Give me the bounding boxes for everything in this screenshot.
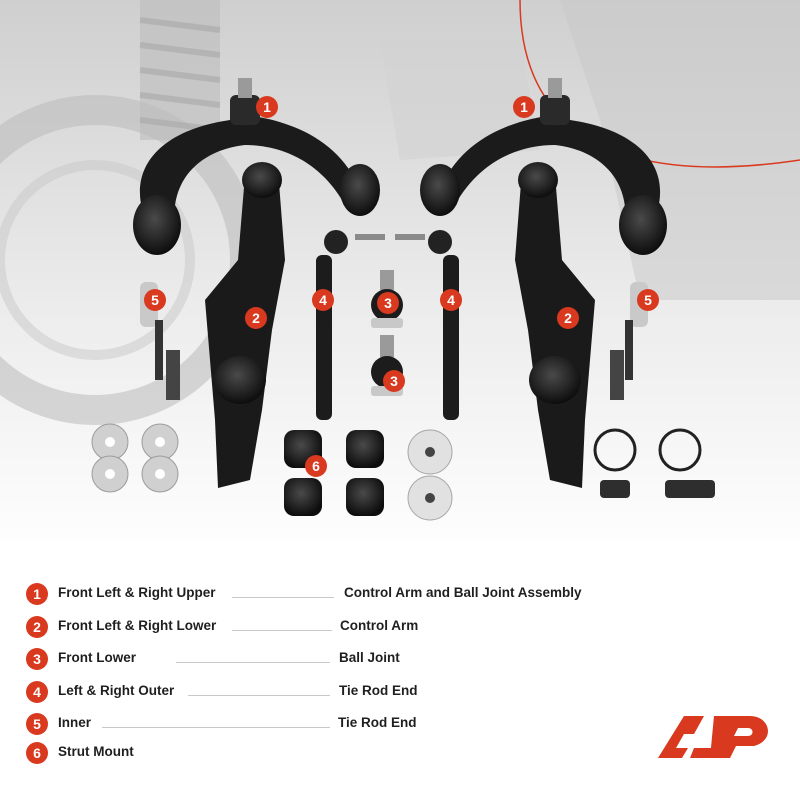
legend-number-badge: 2 (26, 616, 48, 638)
callout-badge-1-right: 1 (513, 96, 535, 118)
legend-left-text: Inner (58, 715, 92, 730)
svg-text:1: 1 (263, 99, 271, 115)
legend-leader-line (102, 727, 330, 728)
legend-number-badge: 3 (26, 648, 48, 670)
washers-left (91, 423, 179, 493)
legend-number-badge: 1 (26, 583, 48, 605)
callout-badge-5-left: 5 (144, 289, 166, 311)
legend-leader-line (232, 597, 334, 598)
svg-text:5: 5 (151, 292, 159, 308)
legend-right-text: Tie Rod End (339, 683, 418, 698)
svg-text:3: 3 (384, 295, 392, 311)
svg-text:2: 2 (252, 310, 260, 326)
snap-rings (593, 428, 715, 498)
svg-text:6: 6 (312, 458, 320, 474)
legend-leader-line (176, 662, 330, 663)
legend-number-badge: 4 (26, 681, 48, 703)
legend-row-1: 1 Front Left & Right Upper Control Arm a… (26, 583, 646, 607)
legend-left-text: Front Left & Right Upper (58, 585, 216, 600)
lower-control-arm-right (515, 162, 595, 488)
product-photo: 1 1 2 2 3 3 4 4 5 5 6 (0, 0, 800, 560)
legend-right-text: Control Arm and Ball Joint Assembly (344, 585, 582, 600)
upper-control-arm-right (420, 78, 667, 255)
legend-row-5: 5 Inner Tie Rod End (26, 713, 646, 737)
callout-badge-2-right: 2 (557, 307, 579, 329)
callout-badge-2-left: 2 (245, 307, 267, 329)
callout-badge-4-right: 4 (440, 289, 462, 311)
callout-badge-5-right: 5 (637, 289, 659, 311)
legend-leader-line (188, 695, 330, 696)
svg-text:4: 4 (319, 292, 327, 308)
svg-text:2: 2 (564, 310, 572, 326)
legend-row-2: 2 Front Left & Right Lower Control Arm (26, 616, 646, 640)
a-premium-logo (658, 716, 768, 758)
svg-text:3: 3 (390, 373, 398, 389)
legend-leader-line (232, 630, 332, 631)
legend-right-text: Control Arm (340, 618, 419, 633)
strut-mount-bushings (284, 429, 453, 521)
callout-badge-3-upper: 3 (377, 292, 399, 314)
legend-right-text: Ball Joint (339, 650, 400, 665)
svg-text:1: 1 (520, 99, 528, 115)
svg-text:5: 5 (644, 292, 652, 308)
legend-left-text: Left & Right Outer (58, 683, 175, 698)
callout-badge-1-left: 1 (256, 96, 278, 118)
legend-left-text: Front Left & Right Lower (58, 618, 217, 633)
legend-right-text: Tie Rod End (338, 715, 417, 730)
legend-row-6: 6 Strut Mount (26, 742, 646, 766)
legend-number-badge: 6 (26, 742, 48, 764)
callout-badge-3-lower: 3 (383, 370, 405, 392)
legend-row-3: 3 Front Lower Ball Joint (26, 648, 646, 672)
legend-number-badge: 5 (26, 713, 48, 735)
legend-left-text: Front Lower (58, 650, 136, 665)
callout-badge-6: 6 (305, 455, 327, 477)
parts-legend: 1 Front Left & Right Upper Control Arm a… (0, 575, 800, 775)
callout-badge-4-left: 4 (312, 289, 334, 311)
upper-control-arm-left (133, 78, 380, 255)
legend-left-text: Strut Mount (58, 744, 134, 759)
legend-row-4: 4 Left & Right Outer Tie Rod End (26, 681, 646, 705)
lower-control-arm-left (205, 162, 285, 488)
svg-text:4: 4 (447, 292, 455, 308)
vehicle-background (0, 0, 800, 560)
